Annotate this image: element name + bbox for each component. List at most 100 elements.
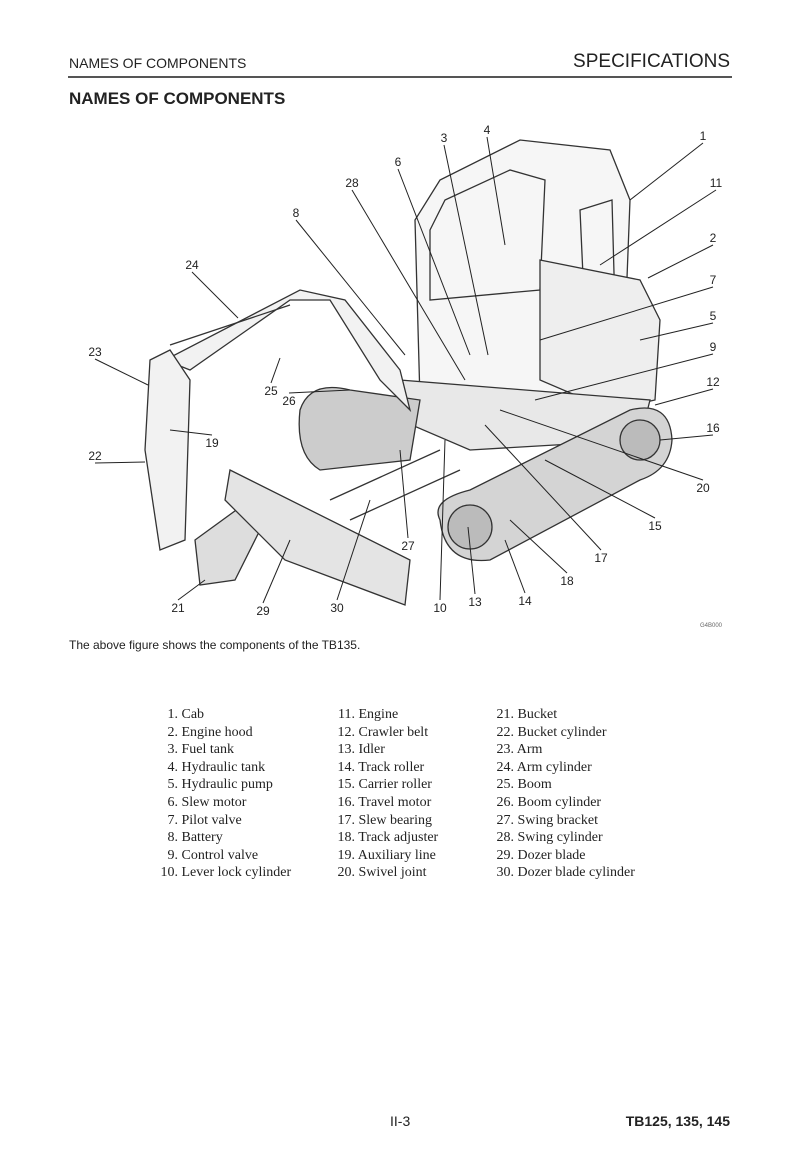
callout-leader-21 xyxy=(177,579,206,601)
callout-label-9: 9 xyxy=(710,340,717,354)
figure-code: G4B000 xyxy=(700,623,723,629)
component-item: 29. Dozer blade xyxy=(494,847,635,865)
callout-leader-15 xyxy=(544,459,656,519)
component-number: 14. xyxy=(337,759,356,775)
callout-label-20: 20 xyxy=(696,481,710,495)
component-item: 5. Hydraulic pump xyxy=(158,776,291,794)
callout-label-21: 21 xyxy=(171,601,185,615)
callout-leader-22 xyxy=(94,461,146,464)
callout-label-6: 6 xyxy=(395,155,402,169)
component-name: Dozer blade cylinder xyxy=(517,865,635,881)
component-name: Engine xyxy=(358,707,399,722)
callout-leader-29 xyxy=(262,539,291,604)
callout-leader-24 xyxy=(191,271,239,319)
component-name: Boom cylinder xyxy=(517,794,602,810)
component-item: 9. Control valve xyxy=(158,847,291,865)
callout-leader-26 xyxy=(288,389,351,394)
callout-leader-19 xyxy=(169,429,213,436)
component-number: 15. xyxy=(337,777,356,793)
component-name: Fuel tank xyxy=(181,742,235,758)
component-number: 8. xyxy=(167,830,179,846)
callout-leader-12 xyxy=(654,388,714,406)
callout-leader-28 xyxy=(351,189,466,381)
component-number: 27. xyxy=(496,812,515,828)
component-item: 21. Bucket xyxy=(494,706,635,724)
component-item: 18. Track adjuster xyxy=(335,829,439,847)
component-name: Battery xyxy=(181,830,223,846)
component-item: 1. Cab xyxy=(158,706,291,724)
page-number: II-3 xyxy=(390,1113,411,1129)
callout-leader-5 xyxy=(639,322,714,341)
component-number: 23. xyxy=(496,742,515,758)
component-name: Pilot valve xyxy=(181,812,242,828)
component-number: 4. xyxy=(167,759,179,775)
callout-label-12: 12 xyxy=(706,375,720,389)
component-item: 30. Dozer blade cylinder xyxy=(494,864,635,882)
component-number: 13. xyxy=(337,742,356,758)
callout-label-15: 15 xyxy=(648,519,662,533)
component-name: Track adjuster xyxy=(358,830,439,846)
callout-leader-27 xyxy=(399,449,409,539)
callout-label-28: 28 xyxy=(345,176,359,190)
page-title: NAMES OF COMPONENTS xyxy=(69,89,286,108)
callout-label-23: 23 xyxy=(88,345,102,359)
callout-label-13: 13 xyxy=(468,595,482,609)
callout-label-10: 10 xyxy=(433,601,447,615)
component-item: 19. Auxiliary line xyxy=(335,847,438,865)
callout-leader-25 xyxy=(270,357,281,384)
component-number: 3. xyxy=(167,742,179,758)
component-item: 28. Swing cylinder xyxy=(494,829,635,847)
callout-leader-18 xyxy=(509,519,568,574)
component-name: Idler xyxy=(358,742,385,758)
model-numbers: TB125, 135, 145 xyxy=(625,1113,730,1129)
component-item: 3. Fuel tank xyxy=(158,741,291,759)
component-number: 5. xyxy=(167,777,179,793)
callout-label-5: 5 xyxy=(710,309,717,323)
component-name: Slew bearing xyxy=(358,812,432,828)
component-number: 24. xyxy=(496,759,515,775)
component-item: 16. Travel motor xyxy=(335,794,438,812)
component-number: 17. xyxy=(337,812,356,828)
callout-label-25: 25 xyxy=(264,384,278,398)
callout-label-3: 3 xyxy=(441,131,448,145)
callout-label-27: 27 xyxy=(401,539,415,553)
component-number: 26. xyxy=(496,794,515,810)
callout-leader-13 xyxy=(467,526,476,595)
callout-label-29: 29 xyxy=(256,604,270,618)
callout-leader-4 xyxy=(486,136,506,246)
callout-leader-6 xyxy=(397,168,471,356)
callout-label-11: 11 xyxy=(710,176,723,190)
component-number: 6. xyxy=(167,794,179,810)
callout-label-2: 2 xyxy=(710,231,717,245)
component-item: 20. Swivel joint xyxy=(335,864,438,882)
callout-leaders xyxy=(94,136,717,604)
component-name: Bucket cylinder xyxy=(517,724,607,740)
callout-leader-11 xyxy=(599,189,717,266)
callout-leader-2 xyxy=(647,244,714,279)
component-number: 9. xyxy=(167,847,179,863)
component-item: 10. Lever lock cylinder xyxy=(158,864,292,882)
callout-label-7: 7 xyxy=(710,273,717,287)
component-item: 17. Slew bearing xyxy=(335,812,438,830)
component-name: Slew motor xyxy=(181,794,247,810)
component-item: 11. Engine xyxy=(335,706,438,724)
component-name: Arm cylinder xyxy=(516,759,592,775)
component-number: 25. xyxy=(496,777,515,793)
component-item: 23. Arm xyxy=(494,741,635,759)
component-name: Hydraulic pump xyxy=(181,777,273,793)
component-item: 4. Hydraulic tank xyxy=(158,759,291,777)
component-name: Lever lock cylinder xyxy=(181,865,292,881)
component-name: Control valve xyxy=(181,847,259,863)
component-item: 25. Boom xyxy=(494,776,635,794)
component-number: 7. xyxy=(167,812,179,828)
callout-label-17: 17 xyxy=(594,551,608,565)
running-header-chapter: SPECIFICATIONS xyxy=(573,51,730,72)
header-rule xyxy=(68,76,732,78)
component-item: 26. Boom cylinder xyxy=(494,794,635,812)
component-item: 12. Crawler belt xyxy=(335,724,438,742)
component-number: 10. xyxy=(160,865,179,881)
component-item: 6. Slew motor xyxy=(158,794,291,812)
